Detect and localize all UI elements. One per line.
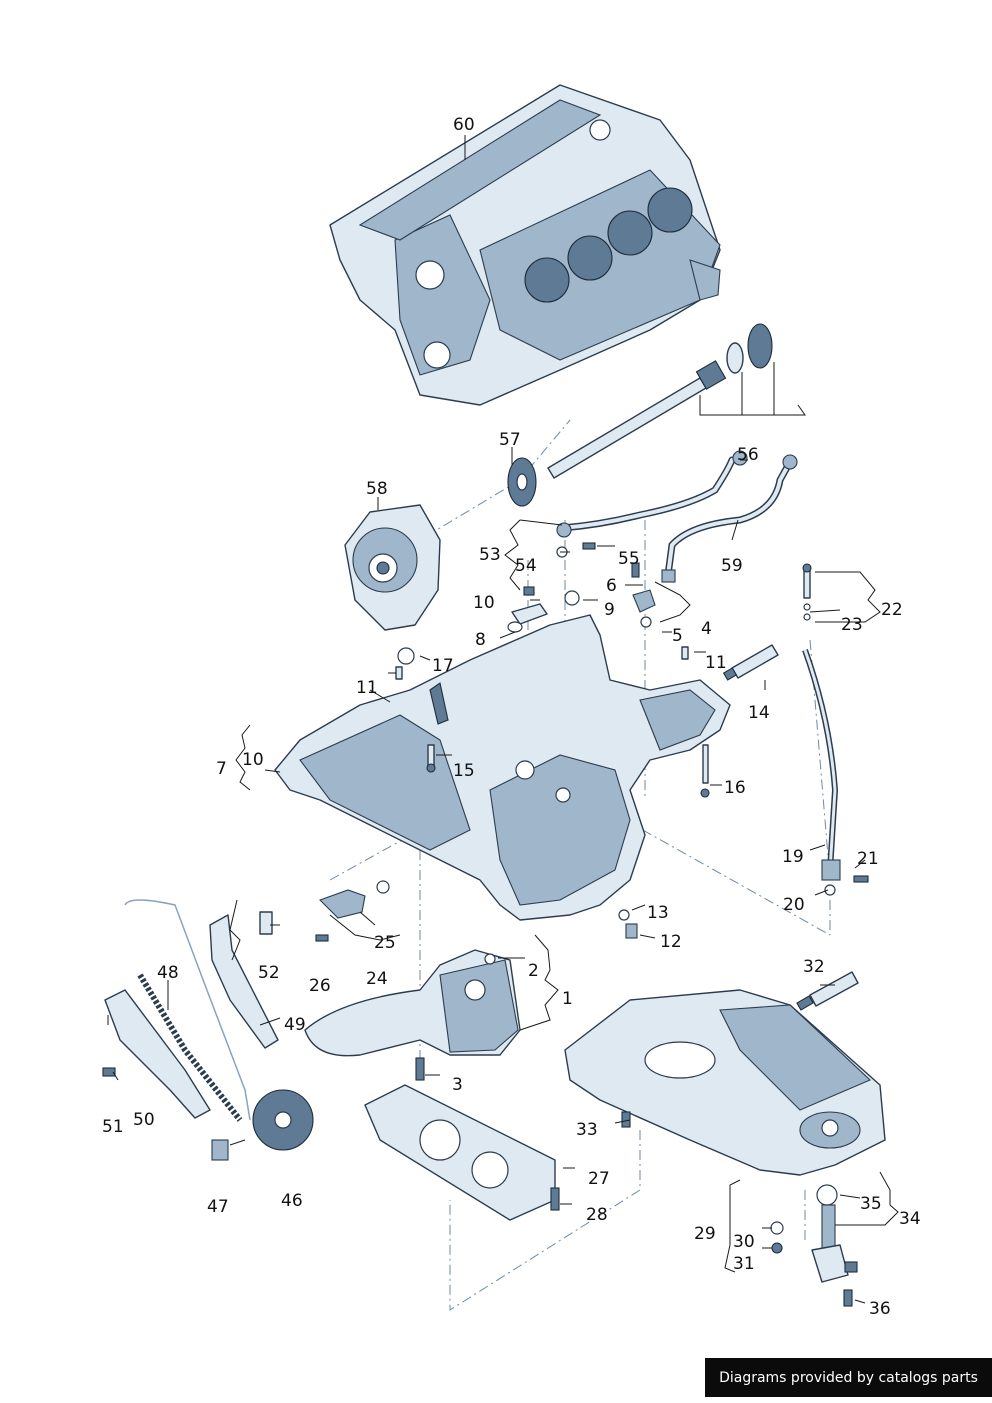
oil-pan-upper [274, 614, 731, 921]
callout-54: 54 [515, 556, 537, 576]
attribution-banner: Diagrams provided by catalogs parts [705, 1358, 992, 1397]
callout-6: 6 [606, 576, 617, 596]
callout-51: 51 [102, 1117, 124, 1137]
callout-8: 8 [475, 630, 486, 650]
callout-36: 36 [869, 1299, 891, 1319]
callout-33: 33 [576, 1120, 598, 1140]
callout-34: 34 [899, 1209, 921, 1229]
callout-5: 5 [672, 626, 683, 646]
callout-29: 29 [694, 1224, 716, 1244]
callout-23: 23 [841, 615, 863, 635]
callout-35: 35 [860, 1194, 882, 1214]
callout-11a: 11 [356, 678, 378, 698]
callout-59: 59 [721, 556, 743, 576]
callout-19: 19 [782, 847, 804, 867]
callout-50: 50 [133, 1110, 155, 1130]
chain-drive [102, 899, 314, 1161]
small-fittings [395, 542, 689, 680]
sprocket-57 [507, 457, 537, 507]
callout-3: 3 [452, 1075, 463, 1095]
callout-46: 46 [281, 1191, 303, 1211]
callout-21: 21 [857, 849, 879, 869]
callout-13: 13 [647, 903, 669, 923]
engine-block [329, 84, 721, 406]
callout-10a: 10 [473, 593, 495, 613]
oil-pipes [556, 450, 798, 583]
leader-lines [107, 135, 899, 1304]
callout-2: 2 [528, 961, 539, 981]
callout-26: 26 [309, 976, 331, 996]
callout-14: 14 [748, 703, 770, 723]
callout-25: 25 [374, 933, 396, 953]
callout-49: 49 [284, 1015, 306, 1035]
callout-15: 15 [453, 761, 475, 781]
oil-pump [304, 949, 521, 1081]
balance-shaft [547, 323, 773, 479]
sealant-tube-32 [796, 971, 859, 1011]
callout-11b: 11 [705, 653, 727, 673]
water-pump [344, 504, 441, 631]
callout-57: 57 [499, 430, 521, 450]
callout-30: 30 [733, 1232, 755, 1252]
callout-31: 31 [733, 1254, 755, 1274]
callout-20: 20 [783, 895, 805, 915]
callout-58: 58 [366, 479, 388, 499]
callout-4: 4 [701, 619, 712, 639]
bolts-mid [426, 744, 710, 798]
callout-27: 27 [588, 1169, 610, 1189]
callout-52: 52 [258, 963, 280, 983]
callout-53: 53 [479, 545, 501, 565]
callout-9: 9 [604, 600, 615, 620]
callout-28: 28 [586, 1205, 608, 1225]
callout-10b: 10 [242, 750, 264, 770]
dipstick-guide [802, 563, 869, 896]
callout-24: 24 [366, 969, 388, 989]
oil-pan-lower [564, 989, 886, 1176]
callout-55: 55 [618, 549, 640, 569]
drain-plug-12 [618, 909, 638, 939]
callout-7: 7 [216, 759, 227, 779]
oil-pressure-valve [315, 880, 390, 942]
callout-12: 12 [660, 932, 682, 952]
callout-labels: 60 57 56 58 53 54 55 59 6 10 9 8 4 5 22 … [102, 115, 921, 1319]
callout-47: 47 [207, 1197, 229, 1217]
callout-56: 56 [737, 445, 759, 465]
callout-1: 1 [562, 989, 573, 1009]
baffle-plate [364, 1084, 560, 1221]
sealant-tube-14 [722, 644, 779, 681]
callout-17: 17 [432, 656, 454, 676]
callout-32: 32 [803, 957, 825, 977]
callout-22: 22 [881, 600, 903, 620]
callout-60: 60 [453, 115, 475, 135]
callout-48: 48 [157, 963, 179, 983]
callout-16: 16 [724, 778, 746, 798]
oil-level-sensor [770, 1184, 858, 1307]
